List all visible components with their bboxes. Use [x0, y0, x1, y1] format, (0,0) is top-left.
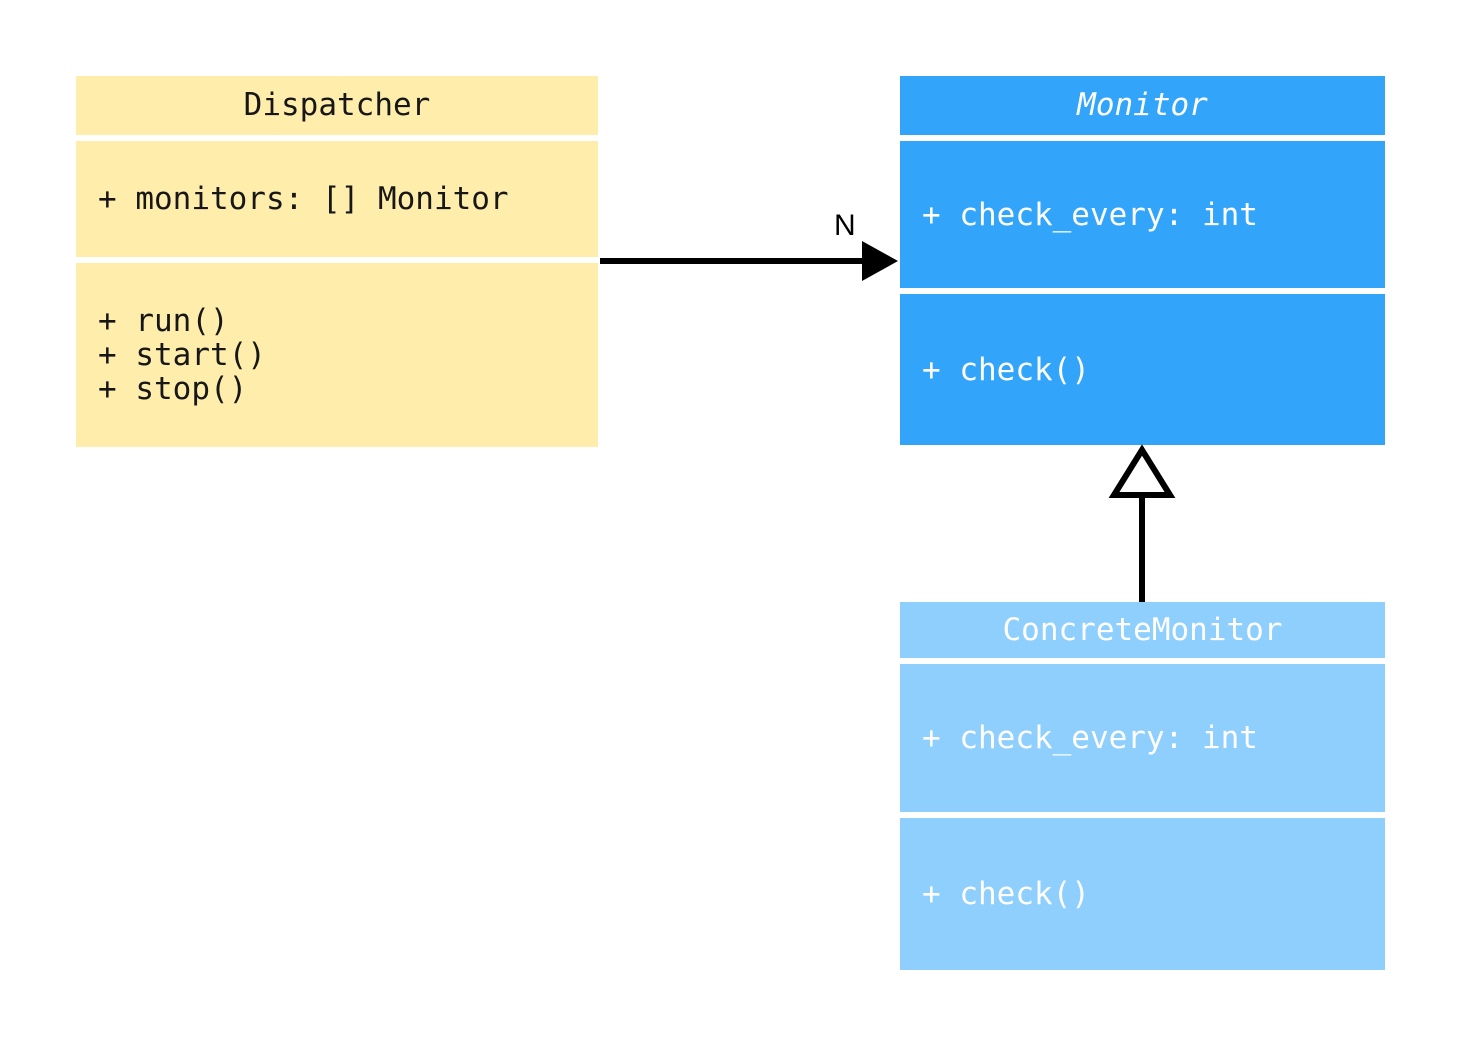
uml-class-monitor[interactable]: Monitor + check_every: int + check() — [900, 76, 1385, 445]
edge-label-multiplicity-n: N — [834, 209, 856, 242]
method-row: + stop() — [98, 371, 248, 407]
method-row: + start() — [98, 337, 266, 373]
attribute-row: + monitors: [] Monitor — [98, 181, 509, 217]
class-attributes-concretemonitor: + check_every: int — [900, 664, 1385, 812]
class-title-concretemonitor: ConcreteMonitor — [900, 602, 1385, 658]
class-attributes-dispatcher: + monitors: [] Monitor — [76, 141, 598, 257]
method-row: + run() — [98, 303, 229, 339]
association-dispatcher-monitor — [600, 241, 898, 281]
uml-class-dispatcher[interactable]: Dispatcher + monitors: [] Monitor + run(… — [76, 76, 598, 447]
filled-arrowhead-icon — [862, 241, 898, 281]
inheritance-concretemonitor-monitor — [1108, 444, 1176, 602]
attribute-row: + check_every: int — [922, 196, 1258, 233]
uml-class-concretemonitor[interactable]: ConcreteMonitor + check_every: int + che… — [900, 602, 1385, 970]
method-row: + check() — [922, 876, 1090, 912]
class-methods-dispatcher: + run() + start() + stop() — [76, 263, 598, 447]
class-methods-monitor: + check() — [900, 294, 1385, 445]
attribute-row: + check_every: int — [922, 720, 1258, 756]
method-row: + check() — [922, 351, 1090, 388]
class-methods-concretemonitor: + check() — [900, 818, 1385, 970]
class-title-dispatcher: Dispatcher — [76, 76, 598, 135]
class-title-monitor: Monitor — [900, 76, 1385, 135]
hollow-triangle-icon — [1108, 444, 1176, 498]
class-attributes-monitor: + check_every: int — [900, 141, 1385, 288]
